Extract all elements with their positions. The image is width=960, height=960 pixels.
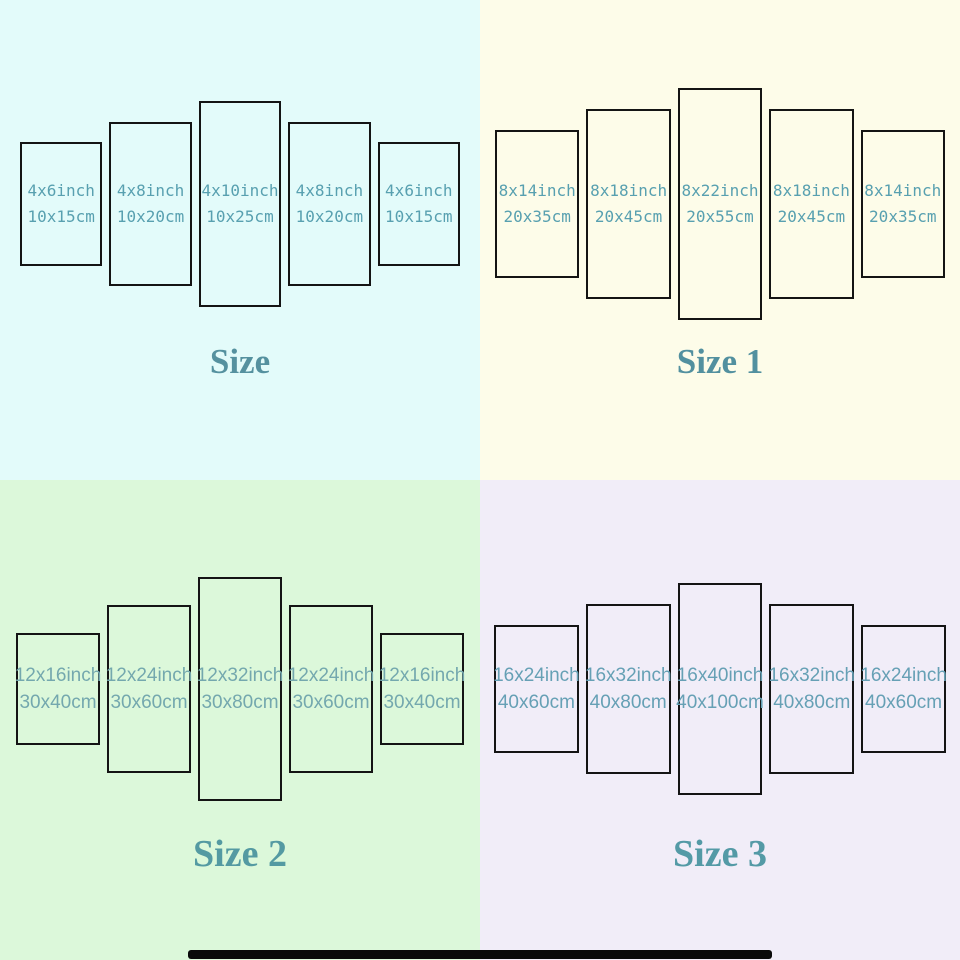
panels-row: 4x6inch 10x15cm 4x8inch 10x20cm 4x10inch… <box>0 0 480 408</box>
panel-cm-label: 20x35cm <box>503 207 571 226</box>
panel-inch-label: 4x8inch <box>116 180 185 200</box>
canvas-panel: 8x14inch 20x35cm <box>495 130 580 278</box>
canvas-panel: 8x22inch 20x55cm <box>677 87 763 321</box>
panel-cm-label: 40x80cm <box>589 692 667 713</box>
panel-cm-label: 30x60cm <box>110 692 188 713</box>
canvas-panel: 4x8inch 10x20cm <box>288 121 371 287</box>
panel-inch-label: 4x6inch <box>27 181 95 200</box>
canvas-panel: 16x24inch 40x60cm <box>493 625 580 753</box>
quadrant-title: Size <box>209 342 271 381</box>
panel-cm-label: 30x40cm <box>383 692 461 713</box>
panel-inch-label: 12x32inch <box>196 665 284 686</box>
panel-cm-label: 10x20cm <box>116 206 185 226</box>
canvas-panel: 4x10inch 10x25cm <box>198 101 282 307</box>
panel-cm-label: 30x80cm <box>201 692 279 713</box>
panel-inch-label: 12x24inch <box>105 665 193 686</box>
quadrant-title: Size 1 <box>676 342 764 381</box>
panel-inch-label: 12x16inch <box>14 665 102 686</box>
panel-cm-label: 30x60cm <box>292 692 370 713</box>
canvas-panel: 12x24inch 30x60cm <box>105 605 193 773</box>
panel-inch-label: 4x10inch <box>201 181 279 200</box>
panel-inch-label: 4x8inch <box>295 180 364 200</box>
panel-cm-label: 40x100cm <box>676 692 764 713</box>
quadrant-size-3: 16x24inch 40x60cm 16x32inch 40x80cm 16x4… <box>480 480 960 960</box>
quadrant-title: Size 3 <box>673 833 767 875</box>
panel-inch-label: 16x40inch <box>676 665 764 686</box>
panel-inch-label: 12x24inch <box>287 665 375 686</box>
panel-inch-label: 12x16inch <box>378 665 466 686</box>
panel-inch-label: 16x24inch <box>493 665 580 686</box>
panel-cm-label: 20x45cm <box>594 206 663 226</box>
panel-inch-label: 8x14inch <box>498 181 576 200</box>
panel-inch-label: 8x18inch <box>772 180 850 200</box>
bottom-bar <box>188 950 772 959</box>
canvas-panel: 4x8inch 10x20cm <box>109 121 192 287</box>
quadrant-size: 4x6inch 10x15cm 4x8inch 10x20cm 4x10inch… <box>0 0 480 480</box>
panel-cm-label: 10x25cm <box>206 207 274 226</box>
panel-inch-label: 16x32inch <box>768 665 856 686</box>
canvas-panel: 8x18inch 20x45cm <box>586 109 671 299</box>
panel-cm-label: 40x80cm <box>773 692 851 713</box>
panel-inch-label: 16x32inch <box>584 665 672 686</box>
panel-inch-label: 8x18inch <box>590 180 668 200</box>
panel-cm-label: 10x20cm <box>295 206 364 226</box>
panel-inch-label: 16x24inch <box>860 665 947 686</box>
canvas-panel: 12x24inch 30x60cm <box>287 605 375 773</box>
canvas-panel: 4x6inch 10x15cm <box>377 142 460 266</box>
canvas-panel: 16x32inch 40x80cm <box>768 604 856 774</box>
panel-cm-label: 40x60cm <box>865 692 943 713</box>
quadrant-title: Size 2 <box>193 833 287 875</box>
panel-cm-label: 30x40cm <box>19 692 97 713</box>
canvas-panel: 12x16inch 30x40cm <box>378 633 466 745</box>
canvas-panel: 16x40inch 40x100cm <box>676 583 764 795</box>
quadrant-size-1: 8x14inch 20x35cm 8x18inch 20x45cm 8x22in… <box>480 0 960 480</box>
canvas-panel: 8x14inch 20x35cm <box>860 130 945 278</box>
panels-row: 16x24inch 40x60cm 16x32inch 40x80cm 16x4… <box>480 480 960 898</box>
panel-cm-label: 40x60cm <box>497 692 575 713</box>
panels-row: 8x14inch 20x35cm 8x18inch 20x45cm 8x22in… <box>480 0 960 408</box>
panel-inch-label: 8x14inch <box>864 181 942 200</box>
panel-cm-label: 20x45cm <box>777 206 846 226</box>
panels-row: 12x16inch 30x40cm 12x24inch 30x60cm 12x3… <box>0 480 480 898</box>
canvas-panel: 16x32inch 40x80cm <box>584 604 672 774</box>
quadrant-size-2: 12x16inch 30x40cm 12x24inch 30x60cm 12x3… <box>0 480 480 960</box>
panel-cm-label: 20x35cm <box>869 207 937 226</box>
panel-inch-label: 4x6inch <box>385 181 453 200</box>
canvas-panel: 12x32inch 30x80cm <box>196 577 284 801</box>
canvas-panel: 16x24inch 40x60cm <box>860 625 947 753</box>
canvas-panel: 8x18inch 20x45cm <box>769 109 854 299</box>
panel-cm-label: 10x15cm <box>385 207 453 226</box>
panel-cm-label: 10x15cm <box>27 207 95 226</box>
canvas-panel: 4x6inch 10x15cm <box>20 142 103 266</box>
canvas-panel: 12x16inch 30x40cm <box>14 633 102 745</box>
panel-cm-label: 20x55cm <box>686 207 754 226</box>
panel-inch-label: 8x22inch <box>681 181 759 200</box>
